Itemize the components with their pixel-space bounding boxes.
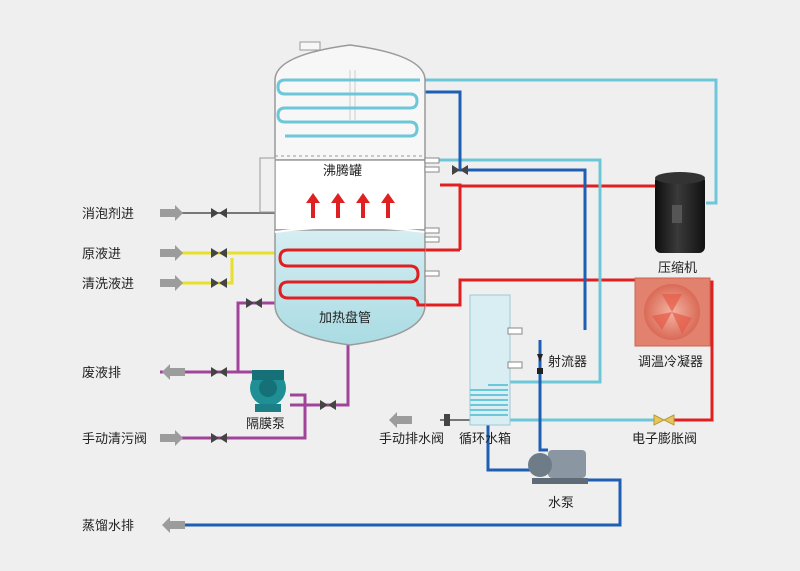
compressor	[655, 172, 705, 253]
cold-pipes	[420, 78, 718, 422]
arrow-in-clean	[160, 275, 183, 291]
condensing-coil	[276, 78, 420, 138]
label-ejector: 射流器	[548, 354, 587, 370]
diaphragm-pump	[250, 370, 286, 412]
label-heating-coil: 加热盘管	[319, 310, 371, 326]
ejector	[537, 354, 543, 374]
expansion-valve	[653, 414, 675, 426]
label-manual-drain-valve: 手动清污阀	[82, 432, 147, 447]
label-distilled-water-out: 蒸馏水排	[82, 519, 134, 534]
arrow-out-distilled	[162, 517, 185, 533]
label-cleaning-liquid-in: 清洗液进	[82, 277, 134, 292]
arrow-out-waste	[162, 364, 185, 380]
label-defoamer-in: 消泡剂进	[82, 207, 134, 222]
label-water-pump: 水泵	[548, 496, 574, 511]
label-waste-drain: 废液排	[82, 365, 121, 381]
heating-coil-pipe	[278, 248, 425, 307]
label-temp-condenser: 调温冷凝器	[638, 354, 703, 370]
arrow-in-defoamer	[160, 205, 183, 221]
label-diaphragm-pump: 隔膜泵	[246, 417, 285, 432]
arrow-in-raw	[160, 245, 183, 261]
tank-sensors	[424, 157, 440, 277]
arrow-out-manual-water	[389, 412, 412, 428]
temp-condenser	[634, 277, 711, 347]
heat-arrows	[306, 193, 395, 218]
flow-arrows	[160, 205, 412, 533]
label-expansion-valve: 电子膨胀阀	[632, 432, 697, 447]
label-manual-water-drain: 手动排水阀	[379, 432, 444, 447]
label-compressor: 压缩机	[658, 260, 697, 276]
label-boiling-tank: 沸腾罐	[323, 163, 362, 179]
waste-pipes	[160, 301, 350, 440]
water-pump	[528, 450, 588, 484]
circulating-tank	[469, 294, 523, 426]
boiling-tank	[259, 41, 426, 346]
label-circulating-tank: 循环水箱	[459, 431, 511, 447]
arrow-in-manual	[160, 430, 183, 446]
label-raw-liquid-in: 原液进	[82, 247, 121, 262]
valves	[211, 165, 468, 443]
